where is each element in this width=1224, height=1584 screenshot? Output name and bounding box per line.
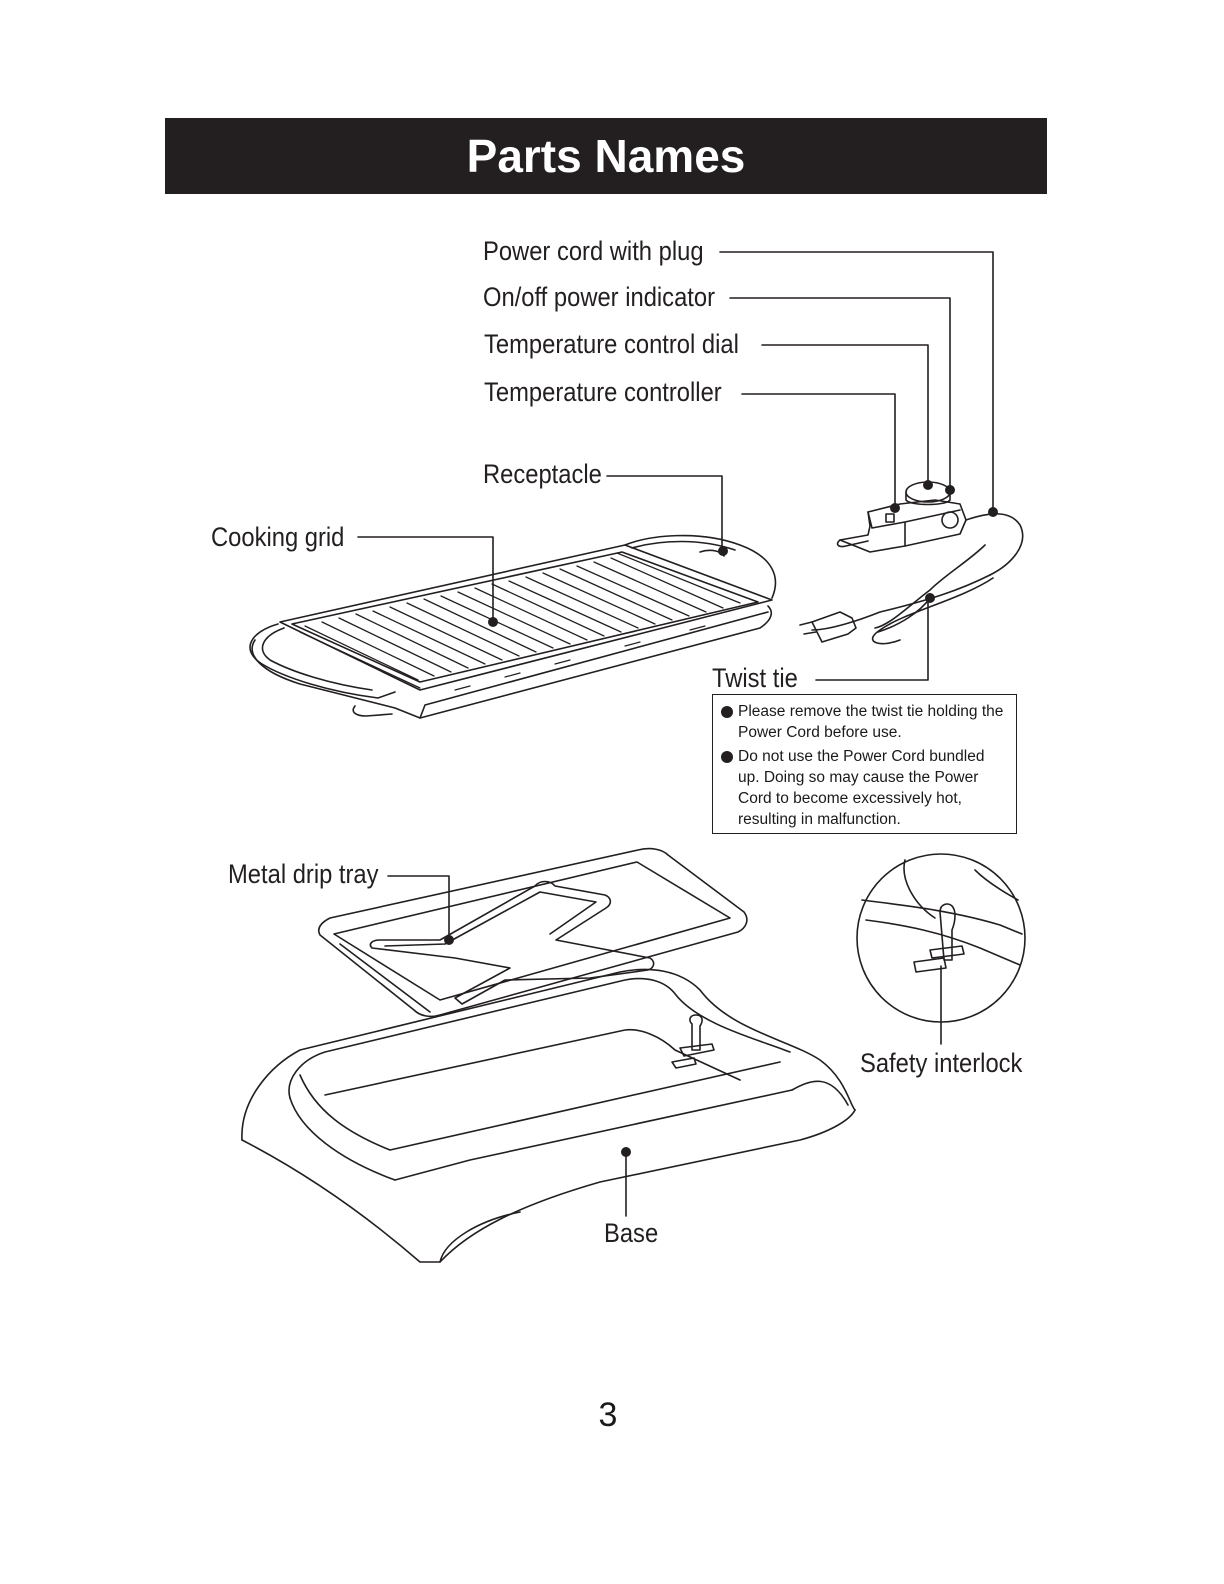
bullet-icon	[721, 706, 733, 718]
temperature-controller-drawing	[799, 481, 1024, 645]
label-safety-interlock: Safety interlock	[860, 1048, 1023, 1078]
leader-lines	[357, 251, 994, 1217]
label-power-indicator: On/off power indicator	[483, 282, 716, 312]
note-text: Do not use the Power Cord bundled up. Do…	[738, 748, 985, 828]
label-receptacle: Receptacle	[483, 459, 602, 489]
base-drawing	[241, 968, 856, 1263]
page-number: 3	[598, 1396, 618, 1434]
note-item: Do not use the Power Cord bundled up. Do…	[721, 746, 1010, 830]
cooking-grid-drawing	[249, 534, 777, 719]
label-base: Base	[604, 1218, 659, 1248]
bullet-icon	[721, 751, 733, 763]
label-temperature-control-dial: Temperature control dial	[484, 329, 739, 359]
page-title: Parts Names	[165, 118, 1047, 194]
note-item: Please remove the twist tie holding the …	[721, 701, 1010, 743]
metal-drip-tray-drawing	[317, 847, 748, 1018]
label-power-cord-with-plug: Power cord with plug	[483, 236, 704, 266]
leader-dots	[444, 480, 998, 1157]
caution-note-box: Please remove the twist tie holding the …	[712, 694, 1017, 834]
label-cooking-grid: Cooking grid	[211, 522, 345, 552]
note-text: Please remove the twist tie holding the …	[738, 703, 1004, 741]
label-metal-drip-tray: Metal drip tray	[228, 859, 379, 889]
label-twist-tie: Twist tie	[712, 663, 798, 693]
label-temperature-controller: Temperature controller	[484, 377, 722, 407]
